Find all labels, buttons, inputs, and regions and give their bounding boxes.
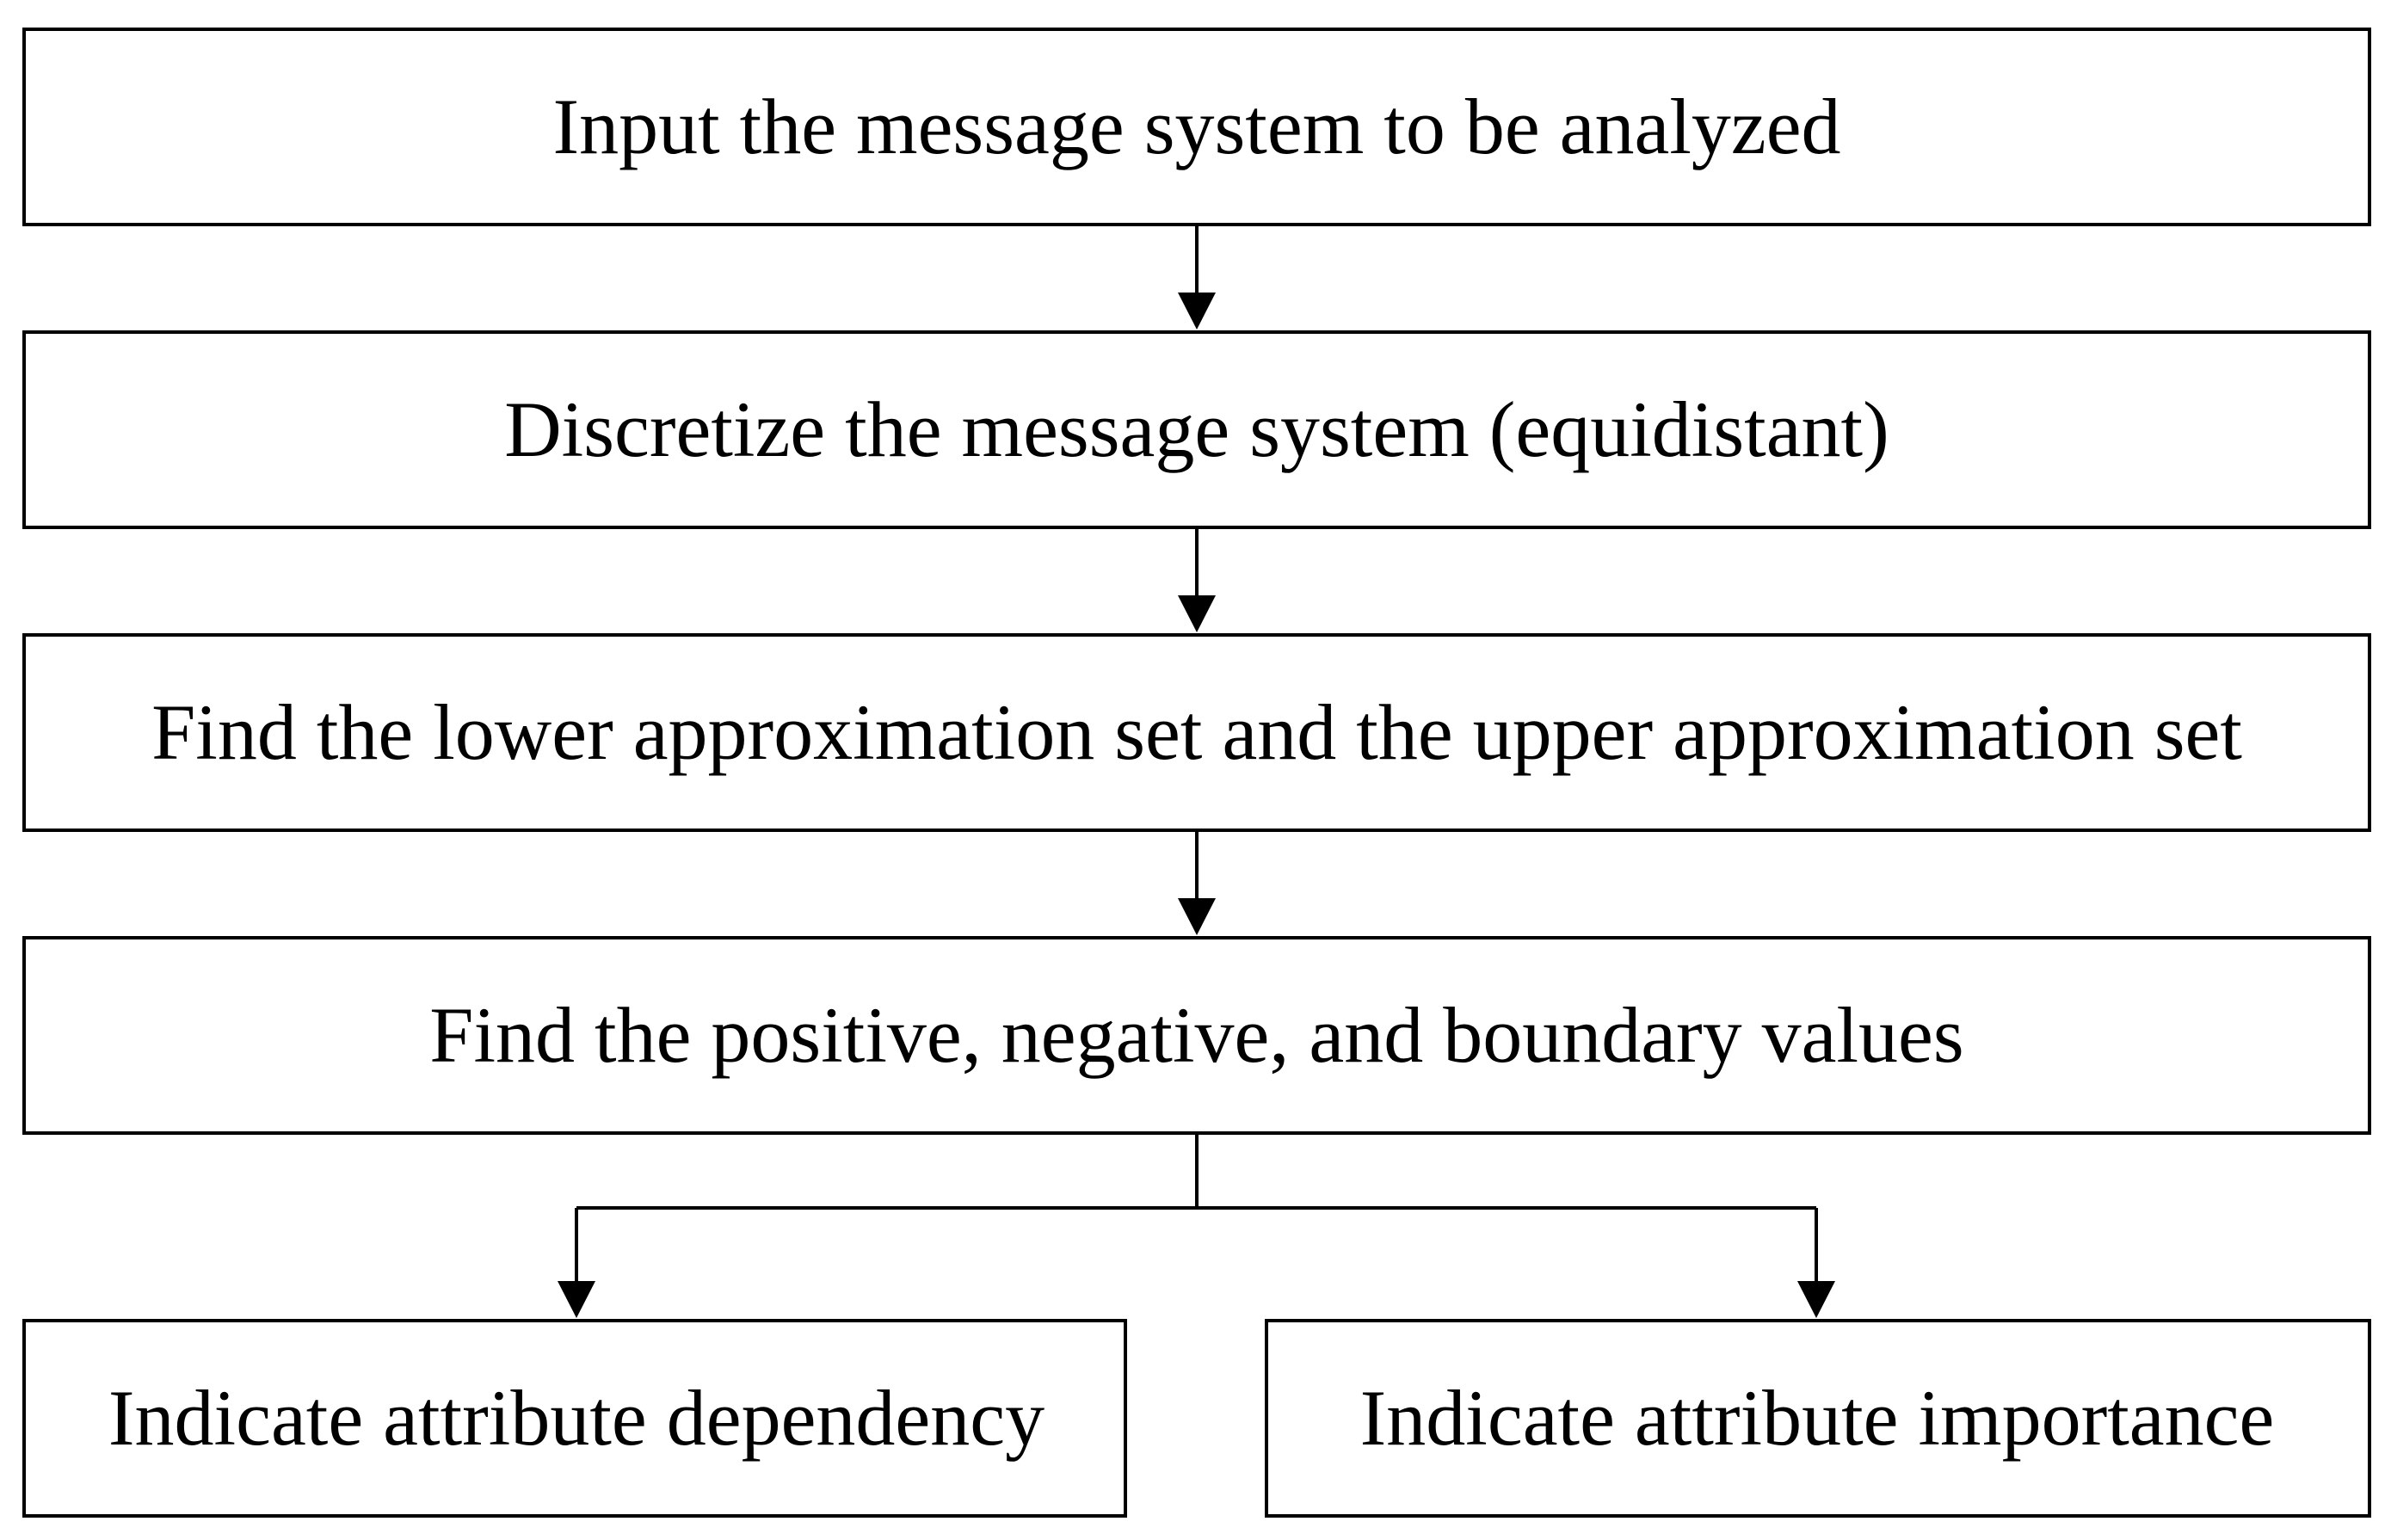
step-input-label: Input the message system to be analyzed: [552, 83, 1840, 170]
output-importance-label: Indicate attribute importance: [1360, 1374, 2275, 1462]
branch-connector: [558, 1133, 1835, 1318]
arrow-discretize-to-approx: [1178, 527, 1216, 632]
step-input-box: Input the message system to be analyzed: [22, 28, 2371, 226]
output-importance-box: Indicate attribute importance: [1265, 1319, 2371, 1518]
step-discretize-box: Discretize the message system (equidista…: [22, 330, 2371, 529]
step-approx-label: Find the lower approximation set and the…: [151, 688, 2242, 776]
step-discretize-label: Discretize the message system (equidista…: [504, 385, 1889, 473]
step-regions-label: Find the positive, negative, and boundar…: [429, 991, 1963, 1079]
step-approx-box: Find the lower approximation set and the…: [22, 633, 2371, 832]
output-dependency-box: Indicate attribute dependency: [22, 1319, 1127, 1518]
output-dependency-label: Indicate attribute dependency: [108, 1374, 1045, 1462]
step-regions-box: Find the positive, negative, and boundar…: [22, 936, 2371, 1135]
arrow-approx-to-regions: [1178, 830, 1216, 935]
arrow-input-to-discretize: [1178, 225, 1216, 330]
